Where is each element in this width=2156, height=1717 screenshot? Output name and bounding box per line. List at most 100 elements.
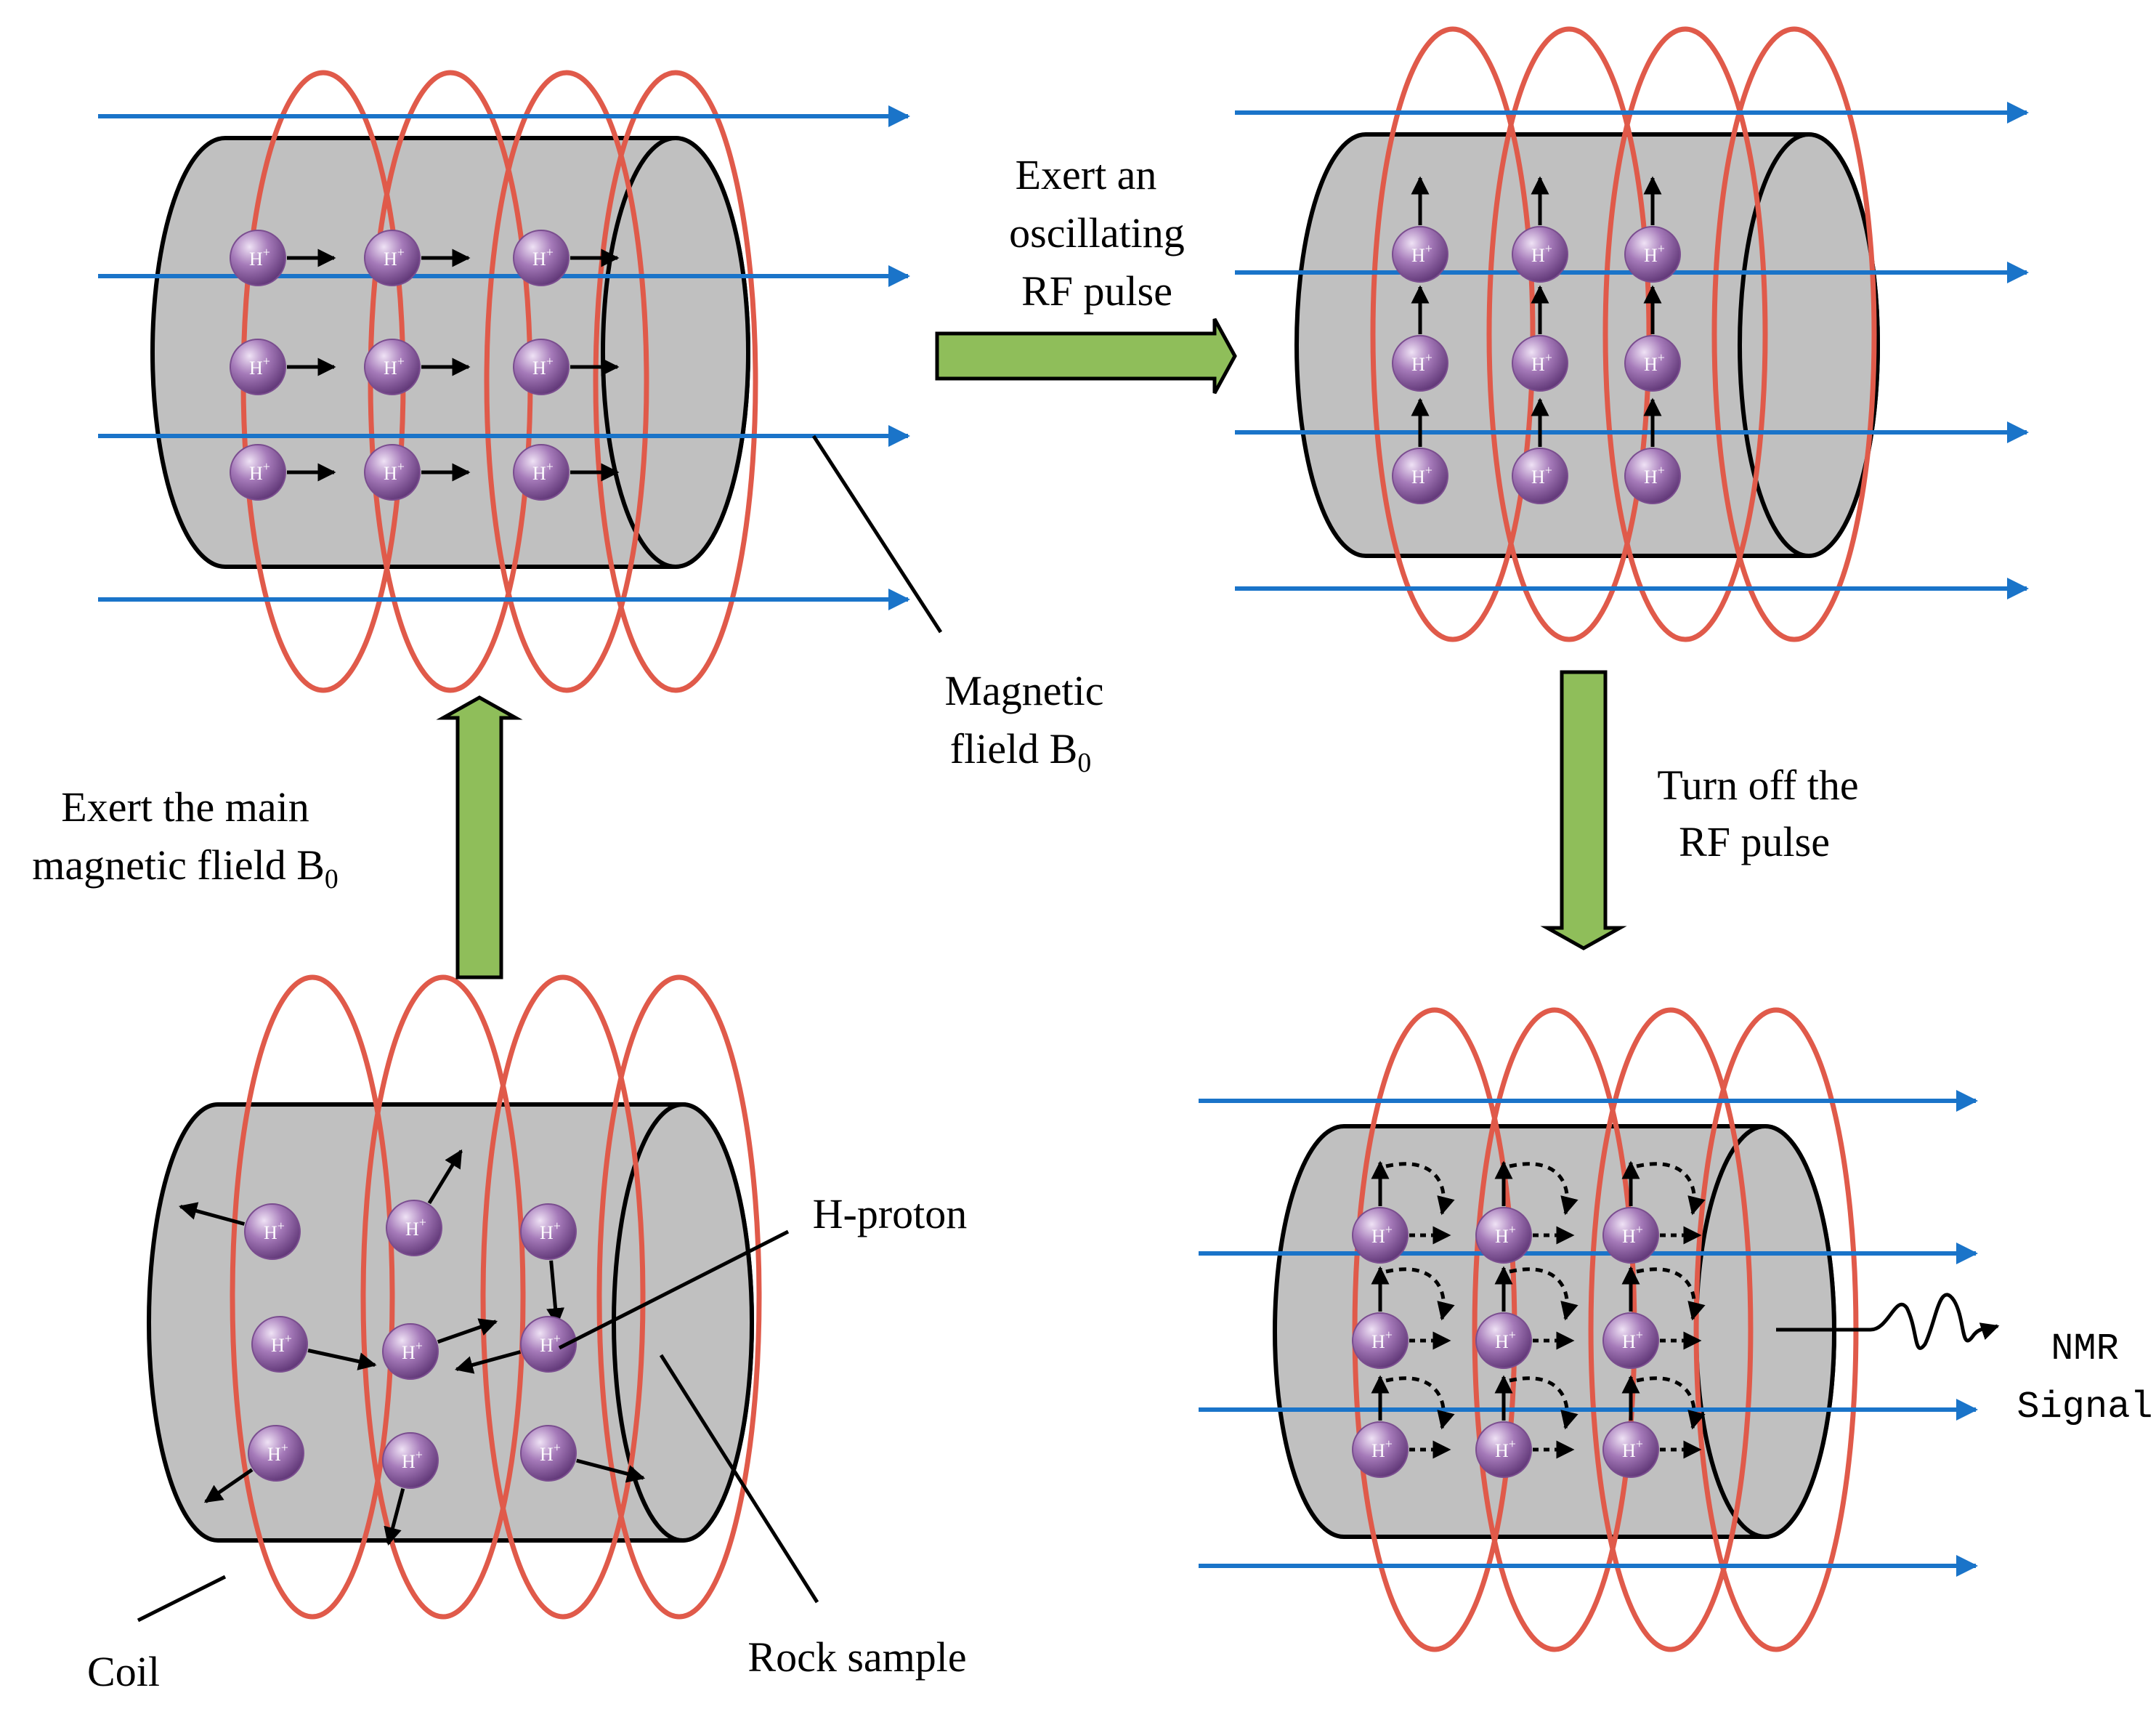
precession-arrow xyxy=(1636,1162,1706,1216)
svg-text:H+: H+ xyxy=(384,354,405,379)
random-spin-arrow xyxy=(307,1349,377,1370)
coil-front-arc xyxy=(1711,26,1795,642)
h-proton: H+ xyxy=(230,230,286,286)
coil-back-arc xyxy=(1452,26,1536,642)
label-magnetic-field-2: flield B0 xyxy=(950,725,1091,778)
precession-arrow xyxy=(1509,1267,1578,1321)
svg-text:H+: H+ xyxy=(1495,1328,1516,1352)
coil-front-arc xyxy=(596,974,680,1620)
leader-line-h-proton xyxy=(558,1229,790,1350)
h-proton: H+ xyxy=(1624,226,1681,283)
nmr-signal-wave xyxy=(1776,1293,2000,1350)
random-spin-arrow xyxy=(546,1260,565,1327)
label-exert-main-2: magnetic flield B0 xyxy=(32,841,339,894)
h-proton: H+ xyxy=(1352,1312,1409,1369)
svg-text:H+: H+ xyxy=(1371,1222,1393,1247)
coil-front-arc xyxy=(1693,1007,1777,1652)
label-turn-off-1: Turn off the xyxy=(1657,761,1858,809)
leader-line-rock xyxy=(659,1354,819,1604)
svg-text:H+: H+ xyxy=(405,1215,426,1240)
coil-back-arc xyxy=(1568,26,1652,642)
label-h-proton: H-proton xyxy=(813,1190,968,1237)
h-proton: H+ xyxy=(382,1323,439,1380)
svg-text:H+: H+ xyxy=(1531,241,1552,266)
coil-front-arc xyxy=(1370,26,1454,642)
h-proton: H+ xyxy=(382,1432,439,1489)
svg-text:H+: H+ xyxy=(1371,1328,1393,1352)
precession-arrow xyxy=(1385,1267,1455,1321)
precession-arrow xyxy=(1509,1162,1578,1216)
h-proton: H+ xyxy=(251,1316,308,1373)
svg-text:H+: H+ xyxy=(384,245,405,270)
label-magnetic-field-1: Magnetic xyxy=(944,667,1103,714)
h-proton: H+ xyxy=(1475,1421,1532,1478)
random-spin-arrow xyxy=(454,1350,522,1374)
h-proton: H+ xyxy=(1624,335,1681,392)
svg-text:H+: H+ xyxy=(384,459,405,484)
leader-line-field xyxy=(811,435,943,634)
h-proton: H+ xyxy=(1392,335,1448,392)
svg-text:H+: H+ xyxy=(1371,1437,1393,1461)
svg-text:H+: H+ xyxy=(1622,1437,1643,1461)
svg-text:H+: H+ xyxy=(249,459,270,484)
label-exert-main-1: Exert the main xyxy=(61,783,309,831)
svg-text:H+: H+ xyxy=(540,1219,561,1243)
leader-line-coil xyxy=(137,1575,227,1623)
coil-back-arc xyxy=(678,974,762,1620)
random-spin-arrow xyxy=(576,1458,646,1483)
coil-back-arc xyxy=(1685,26,1768,642)
h-proton: H+ xyxy=(1352,1207,1409,1264)
svg-text:H+: H+ xyxy=(249,245,270,270)
random-spin-arrow xyxy=(437,1318,498,1344)
svg-text:H+: H+ xyxy=(402,1447,423,1472)
svg-text:H+: H+ xyxy=(1411,350,1432,375)
h-proton: H+ xyxy=(520,1316,577,1373)
h-proton: H+ xyxy=(364,444,421,501)
h-proton: H+ xyxy=(1602,1207,1659,1264)
label-nmr-2: Signal xyxy=(2017,1386,2152,1429)
svg-text:H+: H+ xyxy=(1644,350,1665,375)
process-arrow-up xyxy=(436,695,523,979)
h-proton: H+ xyxy=(244,1203,301,1260)
h-proton: H+ xyxy=(1512,226,1568,283)
svg-text:H+: H+ xyxy=(1411,241,1432,266)
h-proton: H+ xyxy=(1602,1312,1659,1369)
process-arrow-right xyxy=(935,318,1237,395)
precession-arrow xyxy=(1385,1376,1455,1430)
svg-text:H+: H+ xyxy=(532,245,554,270)
h-proton: H+ xyxy=(520,1203,577,1260)
coil-front-arc xyxy=(1486,26,1570,642)
svg-text:H+: H+ xyxy=(540,1331,561,1356)
random-spin-arrow xyxy=(178,1202,246,1226)
label-exert-rf-3: RF pulse xyxy=(1021,267,1172,315)
label-nmr-1: NMR xyxy=(2051,1328,2119,1370)
svg-text:H+: H+ xyxy=(1411,463,1432,488)
precession-arrow xyxy=(1636,1376,1706,1430)
h-proton: H+ xyxy=(513,230,570,286)
h-proton: H+ xyxy=(513,444,570,501)
svg-text:H+: H+ xyxy=(1531,463,1552,488)
h-proton: H+ xyxy=(520,1425,577,1482)
h-proton: H+ xyxy=(1352,1421,1409,1478)
svg-text:H+: H+ xyxy=(1644,463,1665,488)
h-proton: H+ xyxy=(513,339,570,395)
svg-text:H+: H+ xyxy=(267,1440,288,1465)
label-coil: Coil xyxy=(87,1648,160,1695)
coil-front-arc xyxy=(1472,1007,1555,1652)
svg-text:H+: H+ xyxy=(532,354,554,379)
coil-front-arc xyxy=(230,974,313,1620)
svg-text:H+: H+ xyxy=(249,354,270,379)
h-proton: H+ xyxy=(1624,448,1681,504)
svg-text:H+: H+ xyxy=(1622,1328,1643,1352)
random-spin-arrow xyxy=(384,1488,405,1546)
coil-front-arc xyxy=(593,70,676,693)
h-proton: H+ xyxy=(248,1425,304,1482)
label-exert-rf-1: Exert an xyxy=(1016,151,1157,198)
h-proton: H+ xyxy=(1475,1312,1532,1369)
coil-front-arc xyxy=(484,70,567,693)
svg-text:H+: H+ xyxy=(402,1338,423,1363)
h-proton: H+ xyxy=(1392,448,1448,504)
svg-text:H+: H+ xyxy=(1495,1437,1516,1461)
coil-front-arc xyxy=(1602,26,1686,642)
